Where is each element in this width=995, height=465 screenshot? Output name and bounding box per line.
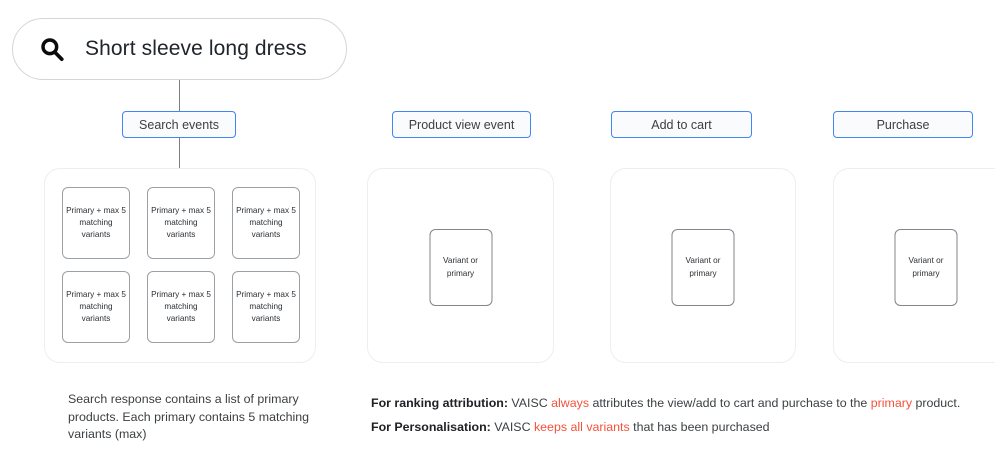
panel-add-to-cart: Variant or primary: [610, 168, 796, 363]
search-bar[interactable]: Short sleeve long dress: [12, 18, 347, 80]
caption-ranking-part2: attributes the view/add to cart and purc…: [589, 396, 871, 410]
panel-purchase: Variant or primary: [833, 168, 995, 363]
connector-search-to-pill: [179, 80, 180, 112]
primary-card[interactable]: Primary + max 5 matching variants: [232, 271, 300, 343]
connector-pill-to-panel: [179, 138, 180, 169]
caption-attribution-block: For ranking attribution: VAISC always at…: [371, 391, 986, 439]
variant-or-primary-card[interactable]: Variant or primary: [429, 229, 492, 306]
primary-card[interactable]: Primary + max 5 matching variants: [62, 187, 130, 259]
primary-card[interactable]: Primary + max 5 matching variants: [147, 187, 215, 259]
search-icon: [41, 38, 64, 62]
caption-search-response: Search response contains a list of prima…: [68, 392, 310, 442]
primary-card[interactable]: Primary + max 5 matching variants: [62, 271, 130, 343]
caption-personalisation-part2: that has been purchased: [629, 420, 770, 435]
caption-ranking-part1: VAISC: [507, 396, 552, 410]
primary-card-grid: Primary + max 5 matching variants Primar…: [62, 187, 300, 343]
caption-personalisation: For Personalisation: VAISC keeps all var…: [371, 415, 986, 439]
event-pill-search-events[interactable]: Search events: [122, 111, 236, 138]
variant-or-primary-card[interactable]: Variant or primary: [671, 229, 735, 306]
event-pill-product-view[interactable]: Product view event: [392, 111, 531, 138]
caption-personalisation-part1: VAISC: [490, 420, 534, 435]
event-pill-purchase[interactable]: Purchase: [833, 111, 973, 138]
caption-personalisation-highlight-variants: keeps all variants: [533, 420, 630, 435]
caption-ranking-attribution: For ranking attribution: VAISC always at…: [371, 391, 986, 415]
event-pill-add-to-cart[interactable]: Add to cart: [611, 111, 752, 138]
panel-search-results: Primary + max 5 matching variants Primar…: [44, 168, 316, 363]
primary-card[interactable]: Primary + max 5 matching variants: [147, 271, 215, 343]
caption-ranking-highlight-primary: primary: [870, 396, 913, 410]
variant-or-primary-card[interactable]: Variant or primary: [894, 229, 958, 306]
panel-product-view: Variant or primary: [367, 168, 554, 363]
caption-ranking-lead: For ranking attribution:: [371, 396, 508, 410]
caption-ranking-highlight-always: always: [551, 396, 590, 410]
search-query-text: Short sleeve long dress: [85, 37, 307, 60]
caption-personalisation-lead: For Personalisation:: [371, 420, 491, 435]
caption-ranking-part3: product.: [912, 396, 961, 410]
primary-card[interactable]: Primary + max 5 matching variants: [232, 187, 300, 259]
